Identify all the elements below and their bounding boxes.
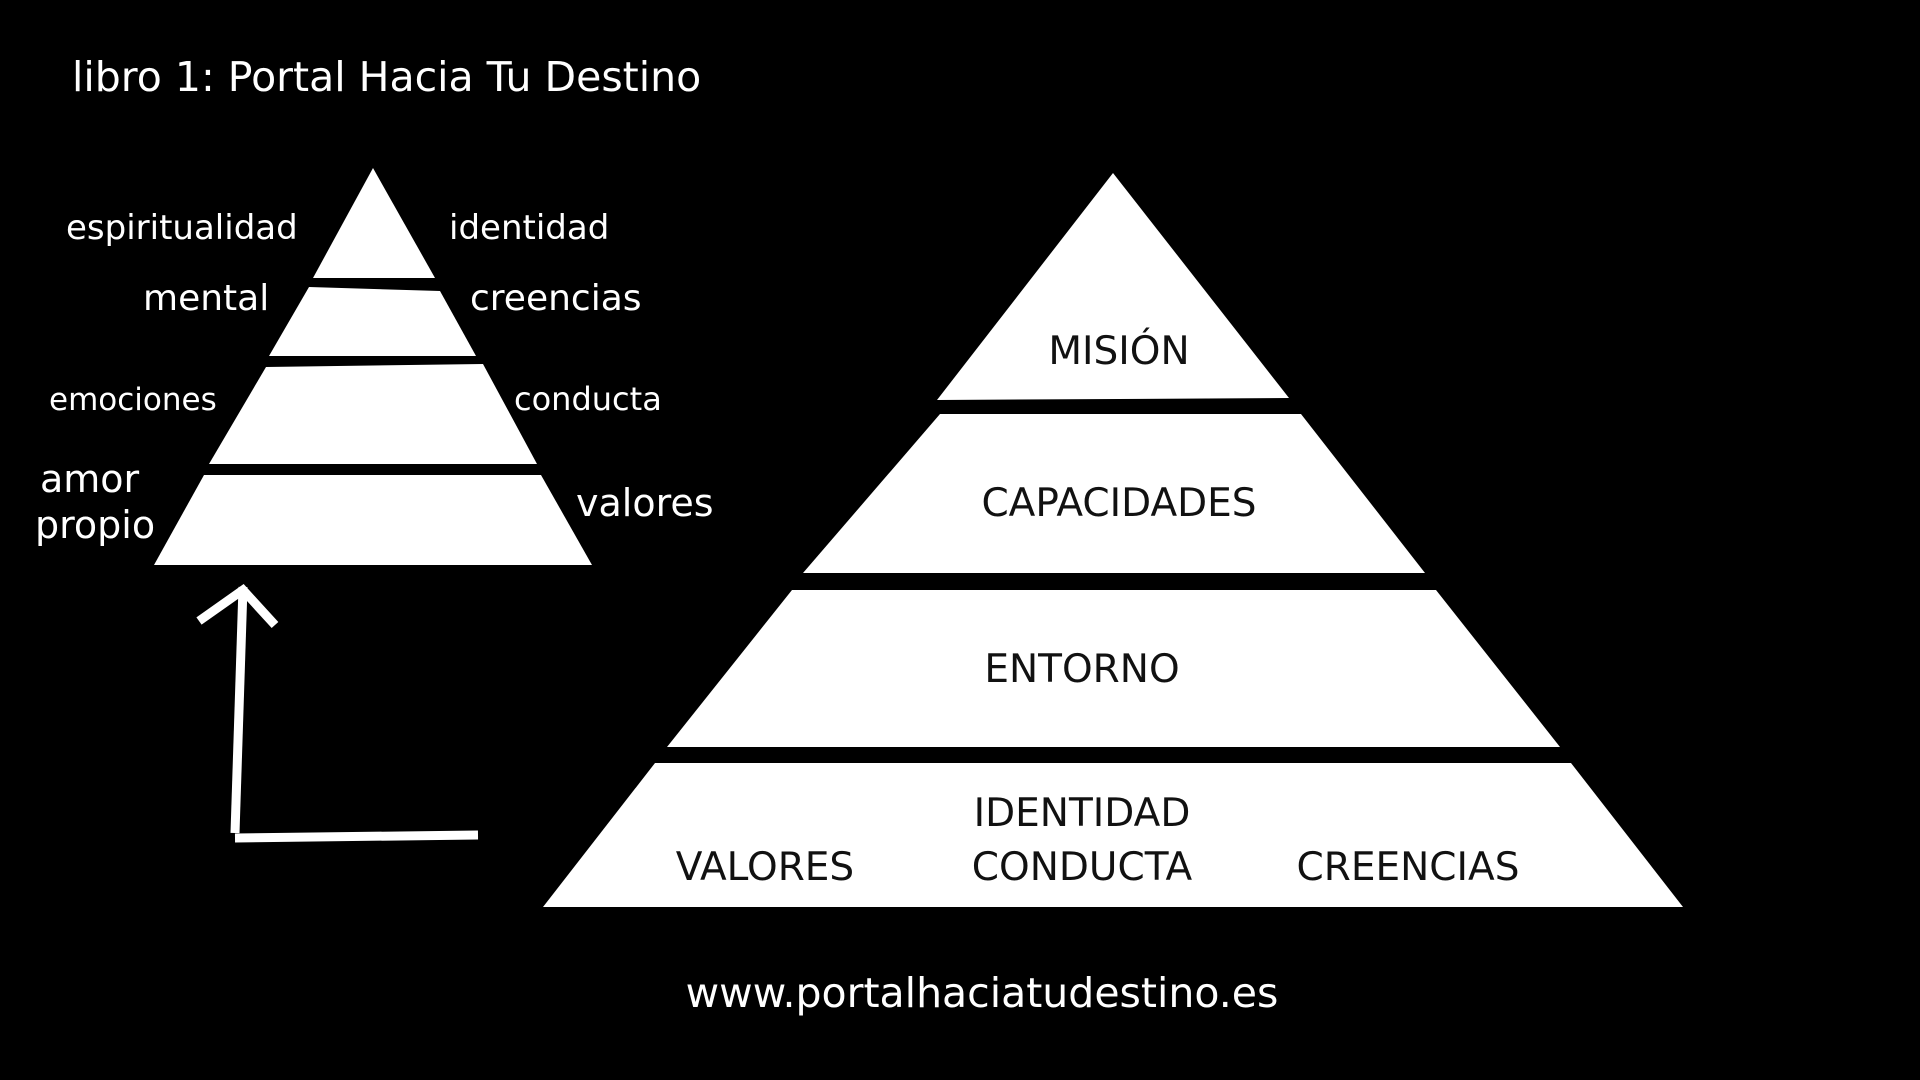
label-propio: propio: [35, 503, 155, 547]
large-pyramid-labels: MISIÓN CAPACIDADES ENTORNO IDENTIDAD VAL…: [676, 327, 1520, 890]
tier-label-mision: MISIÓN: [1048, 327, 1189, 374]
label-emociones: emociones: [49, 382, 217, 418]
arrow-vertical-line: [230, 586, 248, 834]
large-pyramid: MISIÓN CAPACIDADES ENTORNO IDENTIDAD VAL…: [543, 173, 1683, 907]
footer-url: www.portalhaciatudestino.es: [686, 969, 1279, 1017]
small-pyramid: espiritualidad mental emociones amor pro…: [35, 168, 714, 565]
large-pyramid-tier-base: [543, 763, 1683, 907]
base-label-identidad: IDENTIDAD: [974, 791, 1191, 836]
label-mental: mental: [143, 278, 269, 319]
label-creencias: creencias: [470, 278, 642, 319]
page-title: libro 1: Portal Hacia Tu Destino: [72, 53, 701, 101]
large-pyramid-tier-mision: [937, 173, 1289, 400]
small-pyramid-tier-emotions: [209, 364, 537, 464]
small-pyramid-left-labels: espiritualidad mental emociones amor pro…: [35, 208, 298, 547]
arrow-head: [196, 584, 279, 629]
base-label-conducta: CONDUCTA: [972, 845, 1193, 890]
base-label-valores: VALORES: [676, 845, 854, 890]
large-pyramid-tier-entorno: [667, 590, 1560, 747]
arrow-horizontal-line: [234, 830, 479, 843]
small-pyramid-tier-mental: [269, 287, 476, 356]
large-pyramid-tier-capacidades: [803, 414, 1425, 573]
small-pyramid-tier-self-love: [154, 475, 592, 565]
base-label-creencias: CREENCIAS: [1297, 845, 1520, 890]
label-conducta: conducta: [514, 380, 662, 418]
small-pyramid-tier-spirituality: [313, 168, 435, 278]
tier-label-capacidades: CAPACIDADES: [981, 481, 1256, 526]
tier-label-entorno: ENTORNO: [984, 647, 1179, 692]
label-espiritualidad: espiritualidad: [66, 208, 298, 248]
label-amor: amor: [40, 457, 140, 501]
label-valores: valores: [576, 481, 714, 525]
up-arrow-icon: [196, 584, 479, 843]
label-identidad: identidad: [449, 208, 609, 248]
small-pyramid-right-labels: identidad creencias conducta valores: [449, 208, 714, 525]
